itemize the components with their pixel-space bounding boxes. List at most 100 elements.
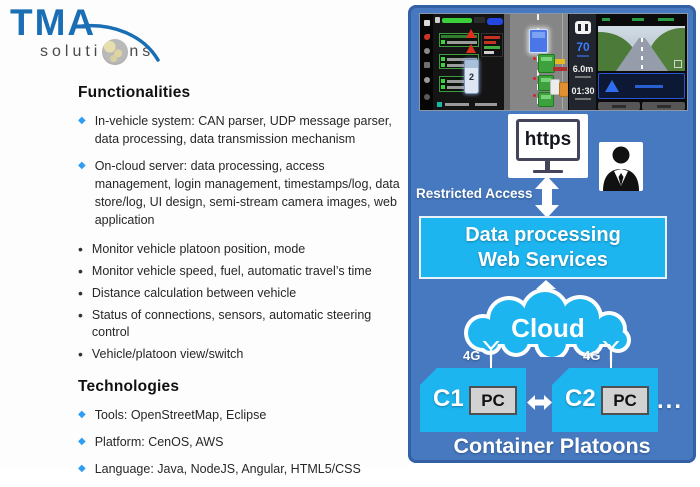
dash-sidebar-icon bbox=[424, 20, 430, 26]
dash-warning-triangle-icon bbox=[466, 44, 476, 53]
dash-battery-icon bbox=[435, 17, 440, 23]
technologies-heading: Technologies bbox=[78, 378, 180, 395]
g4-left-label: 4G bbox=[463, 348, 481, 363]
https-monitor-icon: https bbox=[516, 119, 580, 161]
diamond-bullet-icon: ◆ bbox=[78, 436, 86, 447]
web-services-line2: Web Services bbox=[478, 248, 608, 271]
list-item: • Monitor vehicle platoon position, mode bbox=[78, 241, 402, 258]
dash-status-panel: 2 bbox=[433, 14, 504, 110]
https-label: https bbox=[524, 129, 572, 150]
list-item: ◆ On-cloud server: data processing, acce… bbox=[78, 157, 402, 229]
dash-vehicle-car-orange bbox=[559, 82, 568, 97]
dash-alert-panel bbox=[598, 73, 685, 99]
dash-metrics-column: 70 6.0m 01:30 bbox=[568, 14, 596, 110]
diamond-bullet-icon: ◆ bbox=[78, 463, 86, 474]
dash-marker-dot bbox=[533, 77, 536, 80]
monitor-base bbox=[533, 170, 563, 173]
dash-vehicle-blue-truck bbox=[529, 29, 548, 53]
dash-expand-icon bbox=[674, 60, 682, 68]
user-card bbox=[599, 142, 643, 191]
dash-footer-text bbox=[475, 103, 497, 106]
cloud-fill bbox=[468, 292, 627, 357]
dot-bullet-icon: • bbox=[78, 285, 83, 301]
dash-alert-triangle-icon bbox=[605, 80, 619, 92]
double-arrow-horizontal-icon bbox=[527, 395, 552, 410]
cloud-shape: Cloud bbox=[464, 289, 631, 357]
container-c2-box: C2 PC bbox=[552, 368, 658, 432]
https-monitor-card: https bbox=[508, 114, 588, 178]
list-item-text: Monitor vehicle platoon position, mode bbox=[91, 242, 306, 256]
antenna-icon bbox=[602, 341, 620, 362]
list-item-text: Platform: CenOS, AWS bbox=[94, 435, 224, 449]
c2-label: C2 bbox=[565, 385, 596, 412]
list-item: • Monitor vehicle speed, fuel, automatic… bbox=[78, 263, 402, 280]
double-arrow-vertical-icon bbox=[535, 176, 559, 218]
list-item: • Distance calculation between vehicle bbox=[78, 285, 402, 302]
list-item: ◆ In-vehicle system: CAN parser, UDP mes… bbox=[78, 112, 402, 148]
dash-road-map bbox=[504, 14, 568, 110]
list-item: ◆ Tools: OpenStreetMap, Eclipse bbox=[78, 406, 402, 424]
logo-tma-text: TMA bbox=[10, 2, 97, 43]
dash-button bbox=[642, 102, 685, 110]
list-item-text: In-vehicle system: CAN parser, UDP messa… bbox=[94, 114, 392, 146]
list-item-text: On-cloud server: data processing, access… bbox=[94, 159, 400, 227]
dot-bullet-icon: • bbox=[78, 263, 83, 279]
diamond-bullet-icon: ◆ bbox=[78, 409, 86, 420]
logo-solutions-prefix: soluti bbox=[40, 43, 102, 60]
dash-sidebar-icon bbox=[424, 48, 430, 54]
list-item: ◆ Platform: CenOS, AWS bbox=[78, 433, 402, 451]
pc-box: PC bbox=[469, 386, 517, 415]
vehicle-dashboard-screenshot: 2 bbox=[419, 13, 688, 111]
dash-label-tag bbox=[555, 59, 565, 64]
dash-progress-bar bbox=[442, 18, 472, 23]
dash-footer-text bbox=[445, 103, 469, 106]
dash-camera-view bbox=[598, 26, 685, 71]
pc-box: PC bbox=[601, 386, 649, 415]
dash-cam-status-icon bbox=[658, 18, 674, 21]
restricted-access-label: Restricted Access bbox=[416, 186, 533, 201]
dash-warning-triangle-icon bbox=[466, 29, 476, 38]
pc-label: PC bbox=[481, 390, 505, 410]
list-item-text: Monitor vehicle speed, fuel, automatic t… bbox=[91, 264, 372, 278]
dash-vehicle-green-truck bbox=[538, 54, 555, 73]
dash-travel-time-label bbox=[575, 98, 591, 100]
list-item: • Vehicle/platoon view/switch bbox=[78, 346, 402, 363]
dash-target-distance-value: 6.0m bbox=[572, 64, 594, 74]
dash-alert-list bbox=[481, 33, 503, 57]
list-item: • Status of connections, sensors, automa… bbox=[78, 307, 402, 341]
dash-platoon-truck-icon: 2 bbox=[464, 59, 479, 94]
dash-label-tag bbox=[553, 67, 567, 71]
list-item-text: Vehicle/platoon view/switch bbox=[91, 347, 244, 361]
list-item-text: Tools: OpenStreetMap, Eclipse bbox=[94, 408, 267, 422]
list-item: ◆ Language: Java, NodeJS, Angular, HTML5… bbox=[78, 460, 402, 478]
dash-vehicle-green-truck bbox=[538, 92, 554, 107]
dash-cam-status-icon bbox=[602, 18, 610, 21]
diamond-bullet-icon: ◆ bbox=[78, 160, 86, 171]
dash-sidebar-icon bbox=[424, 62, 430, 68]
dash-travel-time-value: 01:30 bbox=[571, 86, 595, 96]
dash-alert-text bbox=[635, 85, 663, 88]
list-item-text: Distance calculation between vehicle bbox=[91, 286, 297, 300]
web-services-box: Data processing Web Services bbox=[419, 216, 667, 279]
ellipsis-more-platoons: ... bbox=[657, 387, 684, 414]
slide-text-content: Functionalities ◆ In-vehicle system: CAN… bbox=[78, 84, 402, 487]
dash-sidebar bbox=[420, 14, 433, 110]
functionalities-heading: Functionalities bbox=[78, 84, 191, 101]
dash-button bbox=[598, 102, 640, 110]
logo-swoosh-icon bbox=[72, 23, 160, 62]
user-person-icon bbox=[603, 146, 639, 191]
architecture-diagram-panel: 2 bbox=[408, 5, 696, 463]
dot-bullet-icon: • bbox=[78, 346, 83, 362]
dash-sidebar-icon bbox=[424, 34, 430, 40]
container-platoons-label: Container Platoons bbox=[453, 434, 651, 458]
dash-sidebar-icon bbox=[424, 94, 430, 100]
cloud-label: Cloud bbox=[511, 313, 585, 343]
dash-marker-dot bbox=[533, 57, 536, 60]
dash-top-icons bbox=[474, 17, 485, 23]
list-item-text: Language: Java, NodeJS, Angular, HTML5/C… bbox=[94, 462, 361, 476]
dash-marker-dot bbox=[533, 94, 536, 97]
list-item-text: Status of connections, sensors, automati… bbox=[91, 308, 372, 339]
